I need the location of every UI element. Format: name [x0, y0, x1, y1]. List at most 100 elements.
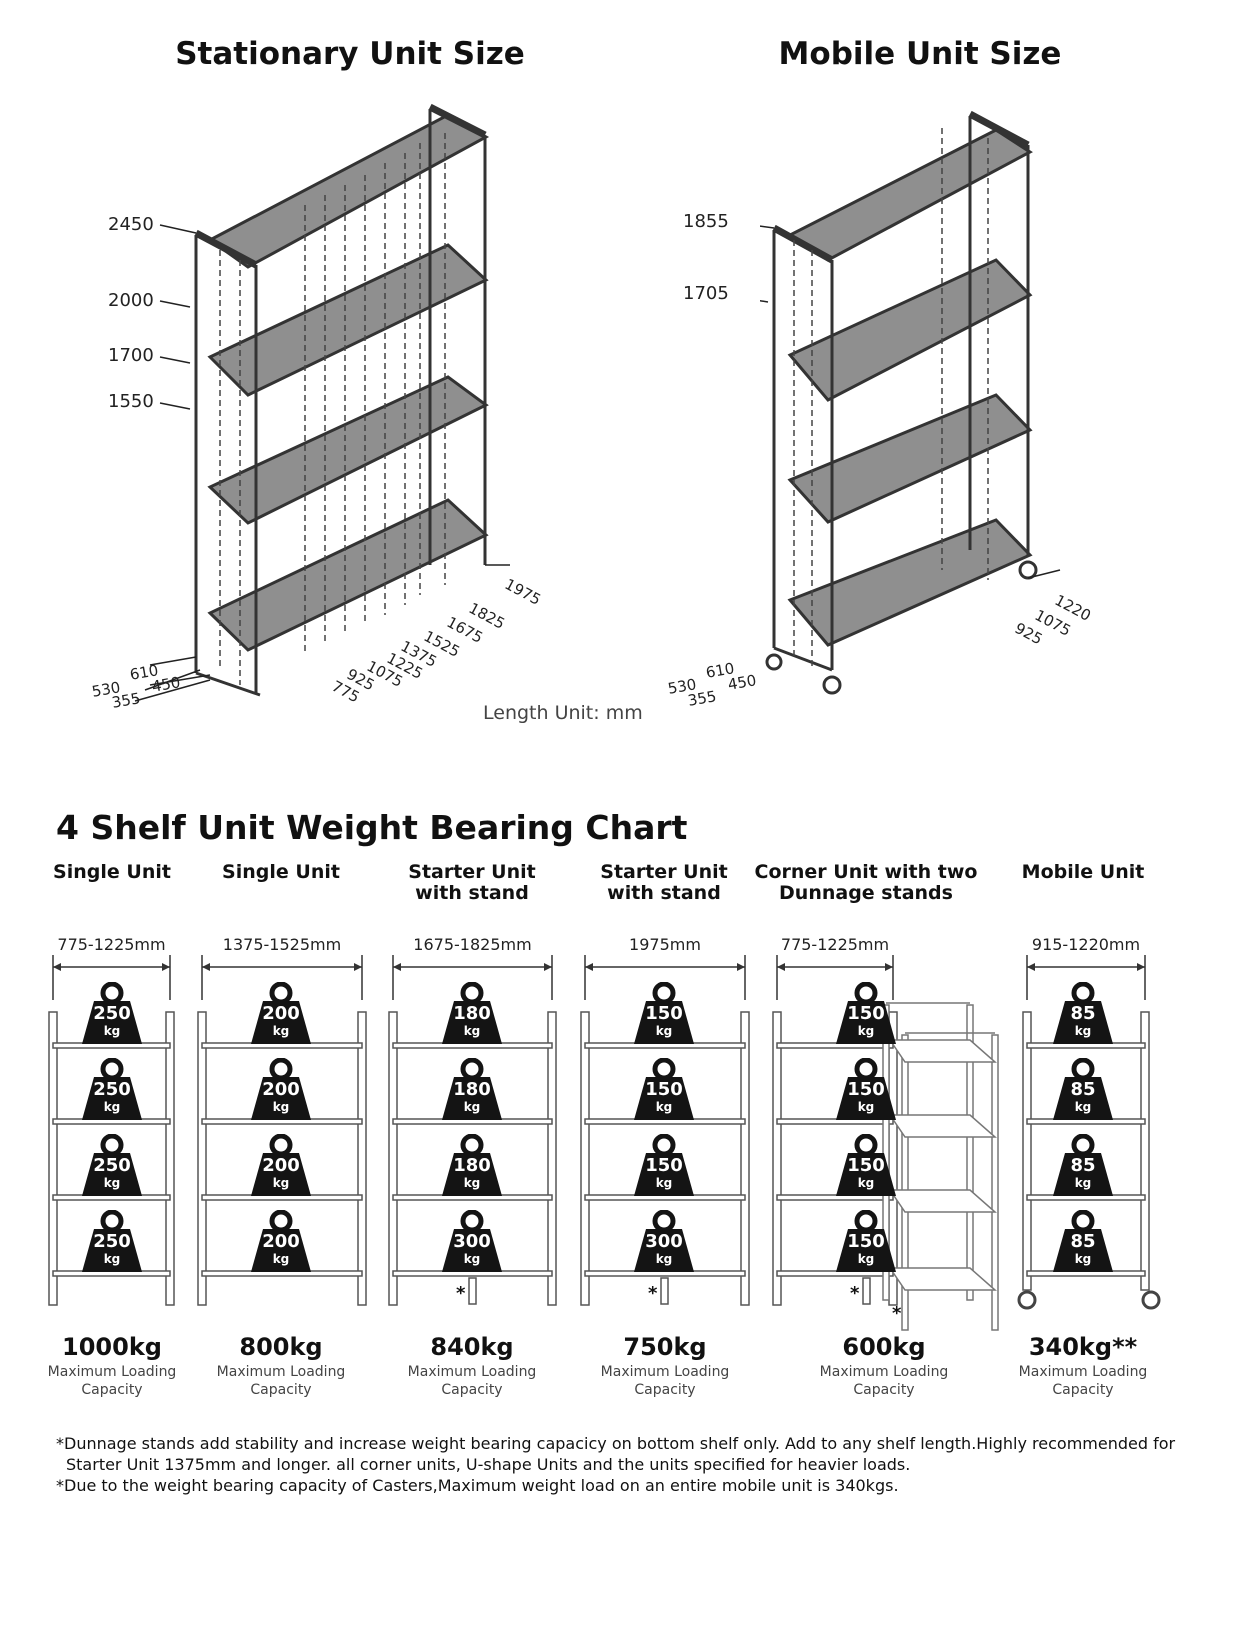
weight-value: 150 [847, 1079, 885, 1100]
dunnage-mark: * [648, 1283, 658, 1304]
weight-chart-title: 4 Shelf Unit Weight Bearing Chart [56, 808, 688, 847]
weight-value: 150 [847, 1155, 885, 1176]
capacity-line2: Capacity [1052, 1382, 1114, 1398]
stationary-title: Stationary Unit Size [175, 36, 525, 72]
weight-icon [836, 982, 896, 1044]
max-capacity-value: 340kg** [1028, 1333, 1138, 1361]
weight-unit: kg [1074, 1024, 1092, 1038]
weight-icon [634, 1134, 694, 1196]
weight-unit: kg [103, 1176, 121, 1190]
unit-length-range: 1975mm [629, 935, 701, 954]
weight-unit: kg [655, 1176, 673, 1190]
max-capacity-value: 600kg [842, 1333, 926, 1361]
unit-title-line1: Mobile Unit [1021, 861, 1145, 883]
unit-length-range: 1675-1825mm [413, 935, 532, 954]
unit-length-range: 1375-1525mm [222, 935, 342, 954]
unit-title-line2: with stand [415, 882, 529, 904]
weight-icon [1053, 1134, 1113, 1196]
weight-icon [634, 1210, 694, 1272]
unit-title-line1: Starter Unit [600, 861, 728, 883]
weight-value: 250 [93, 1231, 131, 1252]
weight-icon [1053, 1210, 1113, 1272]
stationary-unit-diagram [134, 103, 510, 702]
max-capacity-value: 840kg [430, 1333, 514, 1361]
weight-unit: kg [103, 1100, 121, 1114]
weight-value: 180 [453, 1079, 491, 1100]
weight-unit: kg [103, 1252, 121, 1266]
weight-icon [1053, 982, 1113, 1044]
weight-unit: kg [655, 1252, 673, 1266]
weight-value: 300 [453, 1231, 491, 1252]
weight-icon [1053, 1058, 1113, 1120]
weight-icon [251, 1058, 311, 1120]
weight-value: 250 [93, 1079, 131, 1100]
max-capacity-value: 1000kg [62, 1333, 162, 1361]
weight-unit: kg [272, 1176, 290, 1190]
capacity-line1: Maximum Loading [47, 1364, 177, 1380]
weight-unit: kg [463, 1252, 481, 1266]
unit-length-range: 775-1225mm [780, 935, 890, 954]
weight-icon [82, 982, 142, 1044]
capacity-line2: Capacity [81, 1382, 143, 1398]
weight-icon [251, 982, 311, 1044]
unit-title: Single Unit [166, 862, 396, 883]
weight-unit: kg [463, 1100, 481, 1114]
mobile-unit-diagram [760, 110, 1061, 695]
shelf [787, 518, 1033, 647]
weight-unit: kg [103, 1024, 121, 1038]
footnote-line-3: *Due to the weight bearing capacity of C… [56, 1476, 899, 1495]
weight-value: 180 [453, 1155, 491, 1176]
weight-unit: kg [655, 1100, 673, 1114]
weight-icon [634, 1058, 694, 1120]
weight-icon [251, 1210, 311, 1272]
weight-value: 200 [262, 1155, 300, 1176]
weight-icon [442, 1134, 502, 1196]
weight-unit: kg [857, 1252, 875, 1266]
weight-icon [836, 1058, 896, 1120]
weight-value: 85 [1070, 1003, 1096, 1024]
weight-unit: kg [463, 1024, 481, 1038]
unit-title-line2: Dunnage stands [779, 882, 953, 904]
weight-unit: kg [857, 1176, 875, 1190]
capacity-line1: Maximum Loading [819, 1364, 949, 1380]
weight-icon [634, 982, 694, 1044]
weight-icon [836, 1210, 896, 1272]
unit-title-line1: Single Unit [222, 861, 340, 883]
weight-unit: kg [857, 1100, 875, 1114]
unit-title: Mobile Unit [968, 862, 1198, 883]
weight-icon [442, 1058, 502, 1120]
unit-title-line1: Single Unit [53, 861, 171, 883]
weight-value: 250 [93, 1003, 131, 1024]
capacity-line2: Capacity [441, 1382, 503, 1398]
dunnage-mark: * [892, 1303, 902, 1324]
capacity-line2: Capacity [853, 1382, 915, 1398]
weight-value: 85 [1070, 1079, 1096, 1100]
length-unit-note: Length Unit: mm [483, 702, 643, 724]
weight-icon [836, 1134, 896, 1196]
weight-value: 200 [262, 1079, 300, 1100]
weight-value: 150 [847, 1003, 885, 1024]
footnote-line-2: Starter Unit 1375mm and longer. all corn… [66, 1455, 911, 1474]
weight-icon [82, 1210, 142, 1272]
dunnage-mark: * [850, 1283, 860, 1304]
weight-value: 85 [1070, 1155, 1096, 1176]
weight-value: 150 [847, 1231, 885, 1252]
weight-value: 200 [262, 1003, 300, 1024]
weight-unit: kg [1074, 1252, 1092, 1266]
mobile-height-1705-label: 1705 [683, 283, 729, 304]
